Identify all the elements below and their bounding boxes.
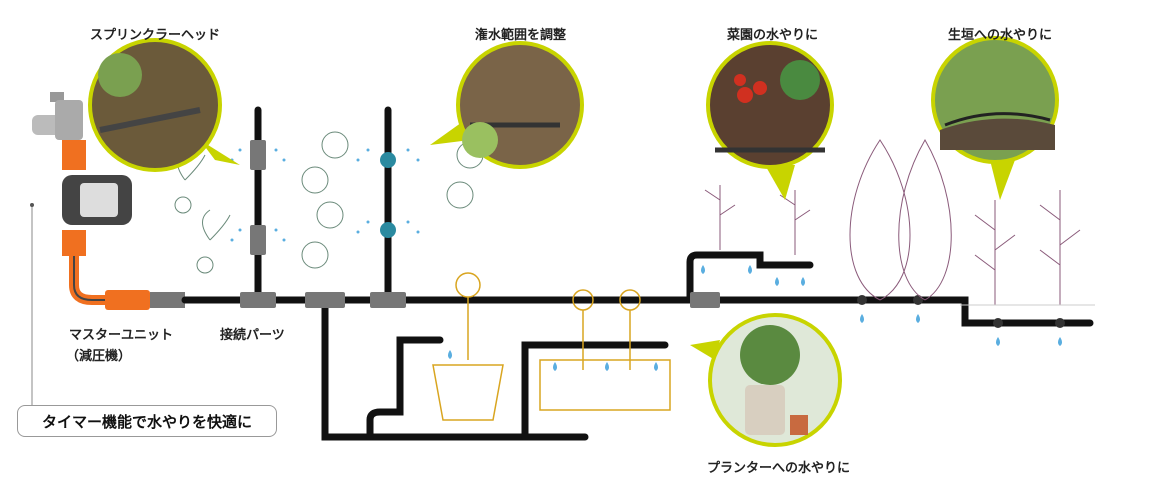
label-vegetable-garden: 菜園の水やりに [727, 28, 819, 43]
spray-icon [230, 148, 420, 242]
pipe-network [181, 106, 1094, 441]
flower-pot-icons [432, 272, 671, 421]
photo-adjust-range [430, 41, 584, 169]
cabbage-icons [174, 131, 484, 274]
label-master-unit-sub: （減圧機） [66, 349, 132, 364]
water-drop-icons [448, 265, 1062, 371]
photo-planter [690, 313, 842, 447]
tomato-hedge-icons [704, 139, 1095, 306]
photo-hedge [931, 36, 1059, 200]
label-planter: プランターへの水やりに [707, 461, 851, 476]
faucet-icon [32, 92, 83, 140]
label-master-unit: マスターユニット [69, 328, 174, 343]
label-sprinkler-head: スプリンクラーヘッド [90, 28, 221, 43]
label-hedge: 生垣への水やりに [948, 28, 1053, 43]
label-connection-parts: 接続パーツ [220, 328, 285, 343]
timer-feature-text: タイマー機能で水やりを快適に [41, 412, 252, 431]
timer-feature-badge: タイマー機能で水やりを快適に [17, 405, 277, 437]
label-adjust-range: 潅水範囲を調整 [475, 28, 567, 43]
photo-sprinkler-head [88, 38, 240, 172]
master-unit-icon [62, 140, 185, 310]
photo-vegetable-garden [706, 41, 834, 200]
connectors [240, 140, 1065, 328]
